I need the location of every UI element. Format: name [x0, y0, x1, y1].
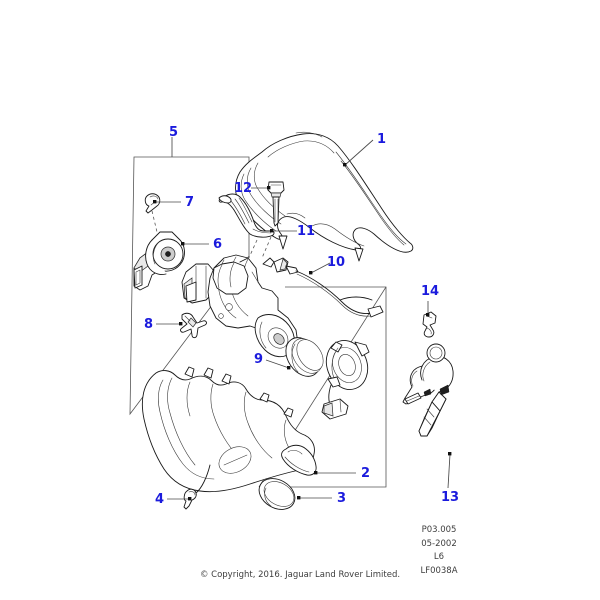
part-support-bracket	[218, 193, 275, 238]
part-upper-shroud	[235, 131, 414, 262]
leader-lines	[151, 137, 452, 501]
part-harness-clip	[422, 311, 437, 338]
callout-12: 12	[234, 181, 253, 196]
part-shear-bolt	[144, 193, 161, 214]
callout-10: 10	[327, 255, 346, 270]
callout-2: 2	[361, 466, 371, 481]
callout-6: 6	[213, 237, 223, 252]
callout-14: 14	[421, 284, 440, 299]
group-box-5	[129, 156, 250, 416]
callout-9: 9	[254, 352, 264, 367]
callout-3: 3	[337, 491, 347, 506]
part-clock-spring	[321, 340, 370, 420]
part-fixing-bolt	[267, 181, 285, 227]
callout-11: 11	[297, 224, 316, 239]
meta-line-page-ref: P03.005	[421, 525, 457, 535]
part-steering-lock-housing	[181, 254, 299, 358]
copyright-notice: © Copyright, 2016. Jaguar Land Rover Lim…	[199, 570, 401, 580]
meta-line-date: 05-2002	[421, 538, 457, 549]
meta-line-drawing-id: LF0038A	[420, 565, 458, 576]
diagram-meta-block: P03.005 05-2002 L6 LF0038A	[396, 524, 482, 578]
part-key-set	[402, 343, 454, 437]
callout-8: 8	[144, 317, 154, 332]
callout-13: 13	[441, 490, 460, 505]
callout-4: 4	[155, 492, 165, 507]
part-escutcheon-ring	[285, 337, 324, 377]
callout-5: 5	[169, 125, 179, 140]
callout-7: 7	[185, 195, 195, 210]
part-retaining-clip	[180, 312, 207, 339]
part-ignition-switch	[133, 231, 185, 291]
meta-line-model: L6	[433, 552, 445, 562]
callout-1: 1	[377, 132, 387, 147]
part-lower-shroud	[141, 366, 317, 510]
part-transponder-lead	[262, 257, 384, 318]
